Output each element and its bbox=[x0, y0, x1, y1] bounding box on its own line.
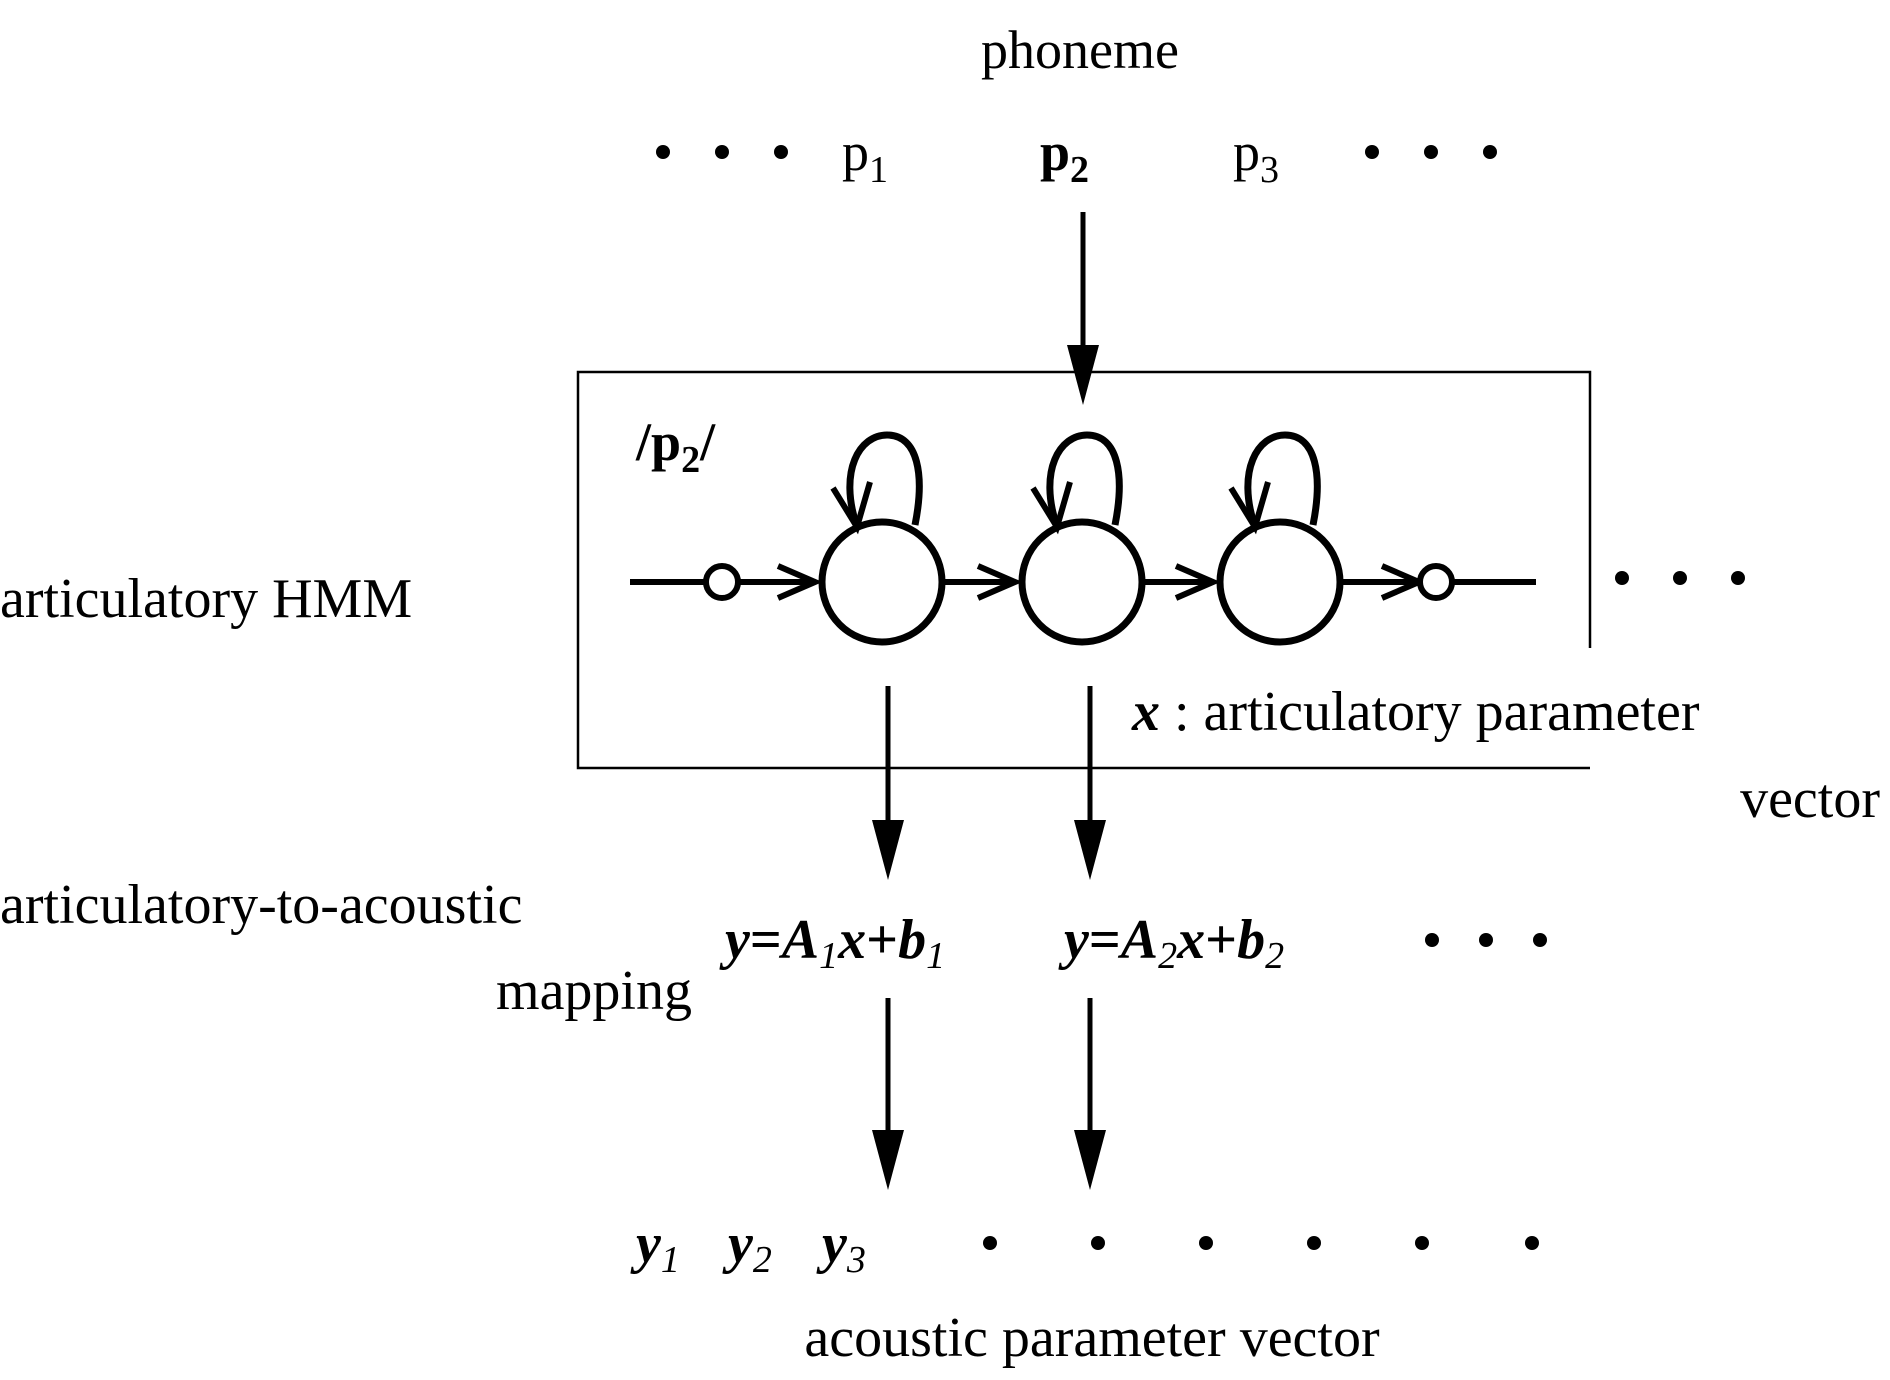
equation-2: y=A2x+b2 bbox=[1058, 909, 1284, 977]
equation-ellipsis bbox=[1425, 933, 1547, 947]
articulatory-hmm-label: articulatory HMM bbox=[0, 568, 412, 630]
phoneme-ellipsis-left bbox=[656, 145, 788, 159]
hmm-state-1 bbox=[818, 431, 946, 646]
transition-1-2 bbox=[942, 563, 1023, 601]
phoneme-p3: p3 bbox=[1233, 122, 1279, 191]
arrow-state1-to-mapping bbox=[872, 686, 904, 880]
arrow-eq1-to-output bbox=[872, 998, 904, 1190]
output-y3: y3 bbox=[816, 1213, 866, 1281]
hmm-exit bbox=[1340, 563, 1536, 601]
output-ellipsis bbox=[983, 1236, 1539, 1250]
hmm-box bbox=[576, 370, 1592, 770]
output-y2: y2 bbox=[722, 1213, 772, 1281]
hmm-phoneme-tag: /p2/ bbox=[635, 412, 716, 481]
hmm-ellipsis bbox=[1615, 571, 1745, 585]
phoneme-p1: p1 bbox=[842, 122, 888, 191]
hmm-entry bbox=[630, 563, 823, 601]
arrow-p2-to-hmm bbox=[1067, 212, 1099, 405]
mapping-label-line1: articulatory-to-acoustic bbox=[0, 874, 522, 936]
hmm-state-3 bbox=[1216, 431, 1344, 646]
hmm-state-2 bbox=[1018, 431, 1146, 646]
arrow-eq2-to-output bbox=[1074, 998, 1106, 1190]
phoneme-label: phoneme bbox=[981, 20, 1179, 80]
equation-1: y=A1x+b1 bbox=[719, 909, 945, 977]
mapping-label-line2: mapping bbox=[496, 960, 692, 1022]
phoneme-p2: p2 bbox=[1040, 122, 1089, 191]
transition-2-3 bbox=[1142, 563, 1221, 601]
x-description: x : articulatory parameter bbox=[1131, 681, 1700, 743]
output-y1: y1 bbox=[630, 1213, 680, 1281]
x-description-line2: vector bbox=[1740, 768, 1880, 830]
phoneme-ellipsis-right bbox=[1365, 145, 1497, 159]
acoustic-vector-label: acoustic parameter vector bbox=[804, 1307, 1380, 1369]
arrow-state2-to-mapping bbox=[1074, 686, 1106, 880]
